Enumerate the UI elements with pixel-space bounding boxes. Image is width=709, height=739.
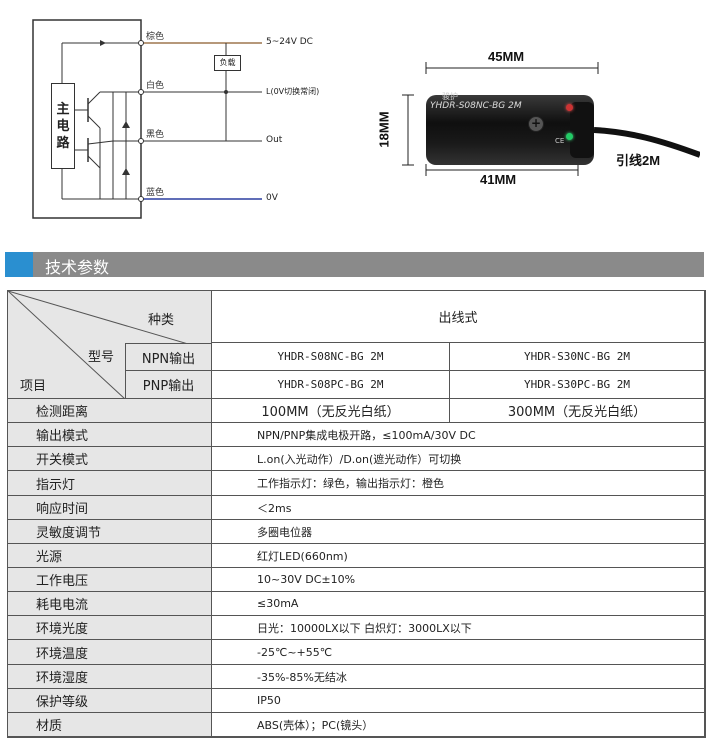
- spec-label: 灵敏度调节: [8, 520, 212, 544]
- spec-distance-1: 100MM（无反光白纸）: [212, 399, 450, 423]
- spec-label: 环境温度: [8, 640, 212, 665]
- section-header: 技术参数: [5, 252, 704, 277]
- dim-length-top: 45MM: [488, 49, 525, 64]
- main-circuit-char-2: 电: [56, 118, 70, 134]
- dimension-lines: [402, 62, 700, 176]
- spec-table: 种类 型号 项目 NPN输出 PNP输出 出线式 YHDR-S08NC-BG 2…: [7, 290, 706, 738]
- spec-label: 耗电电流: [8, 592, 212, 616]
- npn-output-label: NPN输出: [125, 343, 212, 371]
- spec-value: ＜2ms: [212, 496, 705, 520]
- spec-value: 工作指示灯：绿色，输出指示灯：橙色: [212, 471, 705, 496]
- wire-label-brown: 棕色: [146, 32, 165, 42]
- sensor-brand: 骏护: [442, 92, 458, 101]
- dim-length-bottom: 41MM: [480, 172, 517, 187]
- product-figure: 45MM 41MM 18MM 引线2M 骏护 YHDR-S08NC-BG 2M …: [376, 40, 700, 210]
- spec-value: ABS(壳体）；PC(镜头）: [212, 713, 705, 737]
- dim-height: 18MM: [376, 111, 392, 148]
- spec-label: 工作电压: [8, 568, 212, 592]
- spec-value: 日光：10000LX以下 白炽灯：3000LX以下: [212, 616, 705, 640]
- section-title: 技术参数: [45, 258, 110, 277]
- cable-length-label: 引线2M: [616, 153, 661, 168]
- sensitivity-screw-icon: +: [528, 116, 544, 132]
- pnp-model-2: YHDR-S30PC-BG 2M: [450, 371, 705, 399]
- pnp-output-label: PNP输出: [125, 371, 212, 399]
- output-0v: 0V: [266, 193, 278, 203]
- spec-value: 多圈电位器: [212, 520, 705, 544]
- npn-model-2: YHDR-S30NC-BG 2M: [450, 343, 705, 371]
- output-switch: L(0V切换常闭): [266, 87, 320, 96]
- output-led-icon: [566, 104, 573, 111]
- power-led-icon: [566, 133, 573, 140]
- spec-label: 检测距离: [8, 399, 212, 423]
- spec-label: 输出模式: [8, 423, 212, 447]
- spec-value: 10~30V DC±10%: [212, 568, 705, 592]
- pnp-model-1: YHDR-S08PC-BG 2M: [212, 371, 450, 399]
- header-diagonals: [8, 291, 212, 399]
- wire-label-black: 黑色: [146, 130, 165, 140]
- spec-label: 响应时间: [8, 496, 212, 520]
- spec-label: 开关模式: [8, 447, 212, 471]
- wiring-diagram: 主 电 路 棕色 白色 黑色 蓝色 5~24V DC L(0V切换常闭) Out…: [0, 0, 370, 235]
- output-out: Out: [266, 135, 283, 145]
- wire-style-header: 出线式: [212, 291, 705, 343]
- spec-value: L.on(入光动作）/D.on(遮光动作）可切换: [212, 447, 705, 471]
- sensor-model-print: YHDR-S08NC-BG 2M: [430, 101, 522, 111]
- main-circuit-box: 主 电 路: [51, 83, 75, 169]
- spec-label: 保护等级: [8, 689, 212, 713]
- spec-label: 光源: [8, 544, 212, 568]
- spec-value: -25℃~+55℃: [212, 640, 705, 665]
- spec-value: IP50: [212, 689, 705, 713]
- main-circuit-char-3: 路: [56, 135, 70, 151]
- spec-label: 环境光度: [8, 616, 212, 640]
- spec-value: ≤30mA: [212, 592, 705, 616]
- main-circuit-char-1: 主: [56, 101, 70, 117]
- wire-label-blue: 蓝色: [146, 188, 165, 198]
- header-item: 项目: [20, 379, 47, 394]
- output-supply: 5~24V DC: [266, 37, 313, 47]
- header-model: 型号: [88, 350, 115, 365]
- spec-label: 材质: [8, 713, 212, 737]
- spec-value: -35%-85%无结冰: [212, 665, 705, 689]
- npn-model-1: YHDR-S08NC-BG 2M: [212, 343, 450, 371]
- wiring-lines: [32, 19, 262, 219]
- spec-value: NPN/PNP集成电极开路，≤100mA/30V DC: [212, 423, 705, 447]
- spec-distance-2: 300MM（无反光白纸）: [450, 399, 705, 423]
- sensor-lens-cap: [570, 102, 594, 158]
- wire-label-white: 白色: [146, 81, 165, 91]
- spec-label: 环境湿度: [8, 665, 212, 689]
- load-box: 负载: [214, 55, 241, 71]
- sensor-ce-mark: CE: [555, 137, 565, 145]
- section-accent: [5, 252, 33, 277]
- spec-value: 红灯LED(660nm): [212, 544, 705, 568]
- header-kind: 种类: [148, 313, 175, 328]
- spec-label: 指示灯: [8, 471, 212, 496]
